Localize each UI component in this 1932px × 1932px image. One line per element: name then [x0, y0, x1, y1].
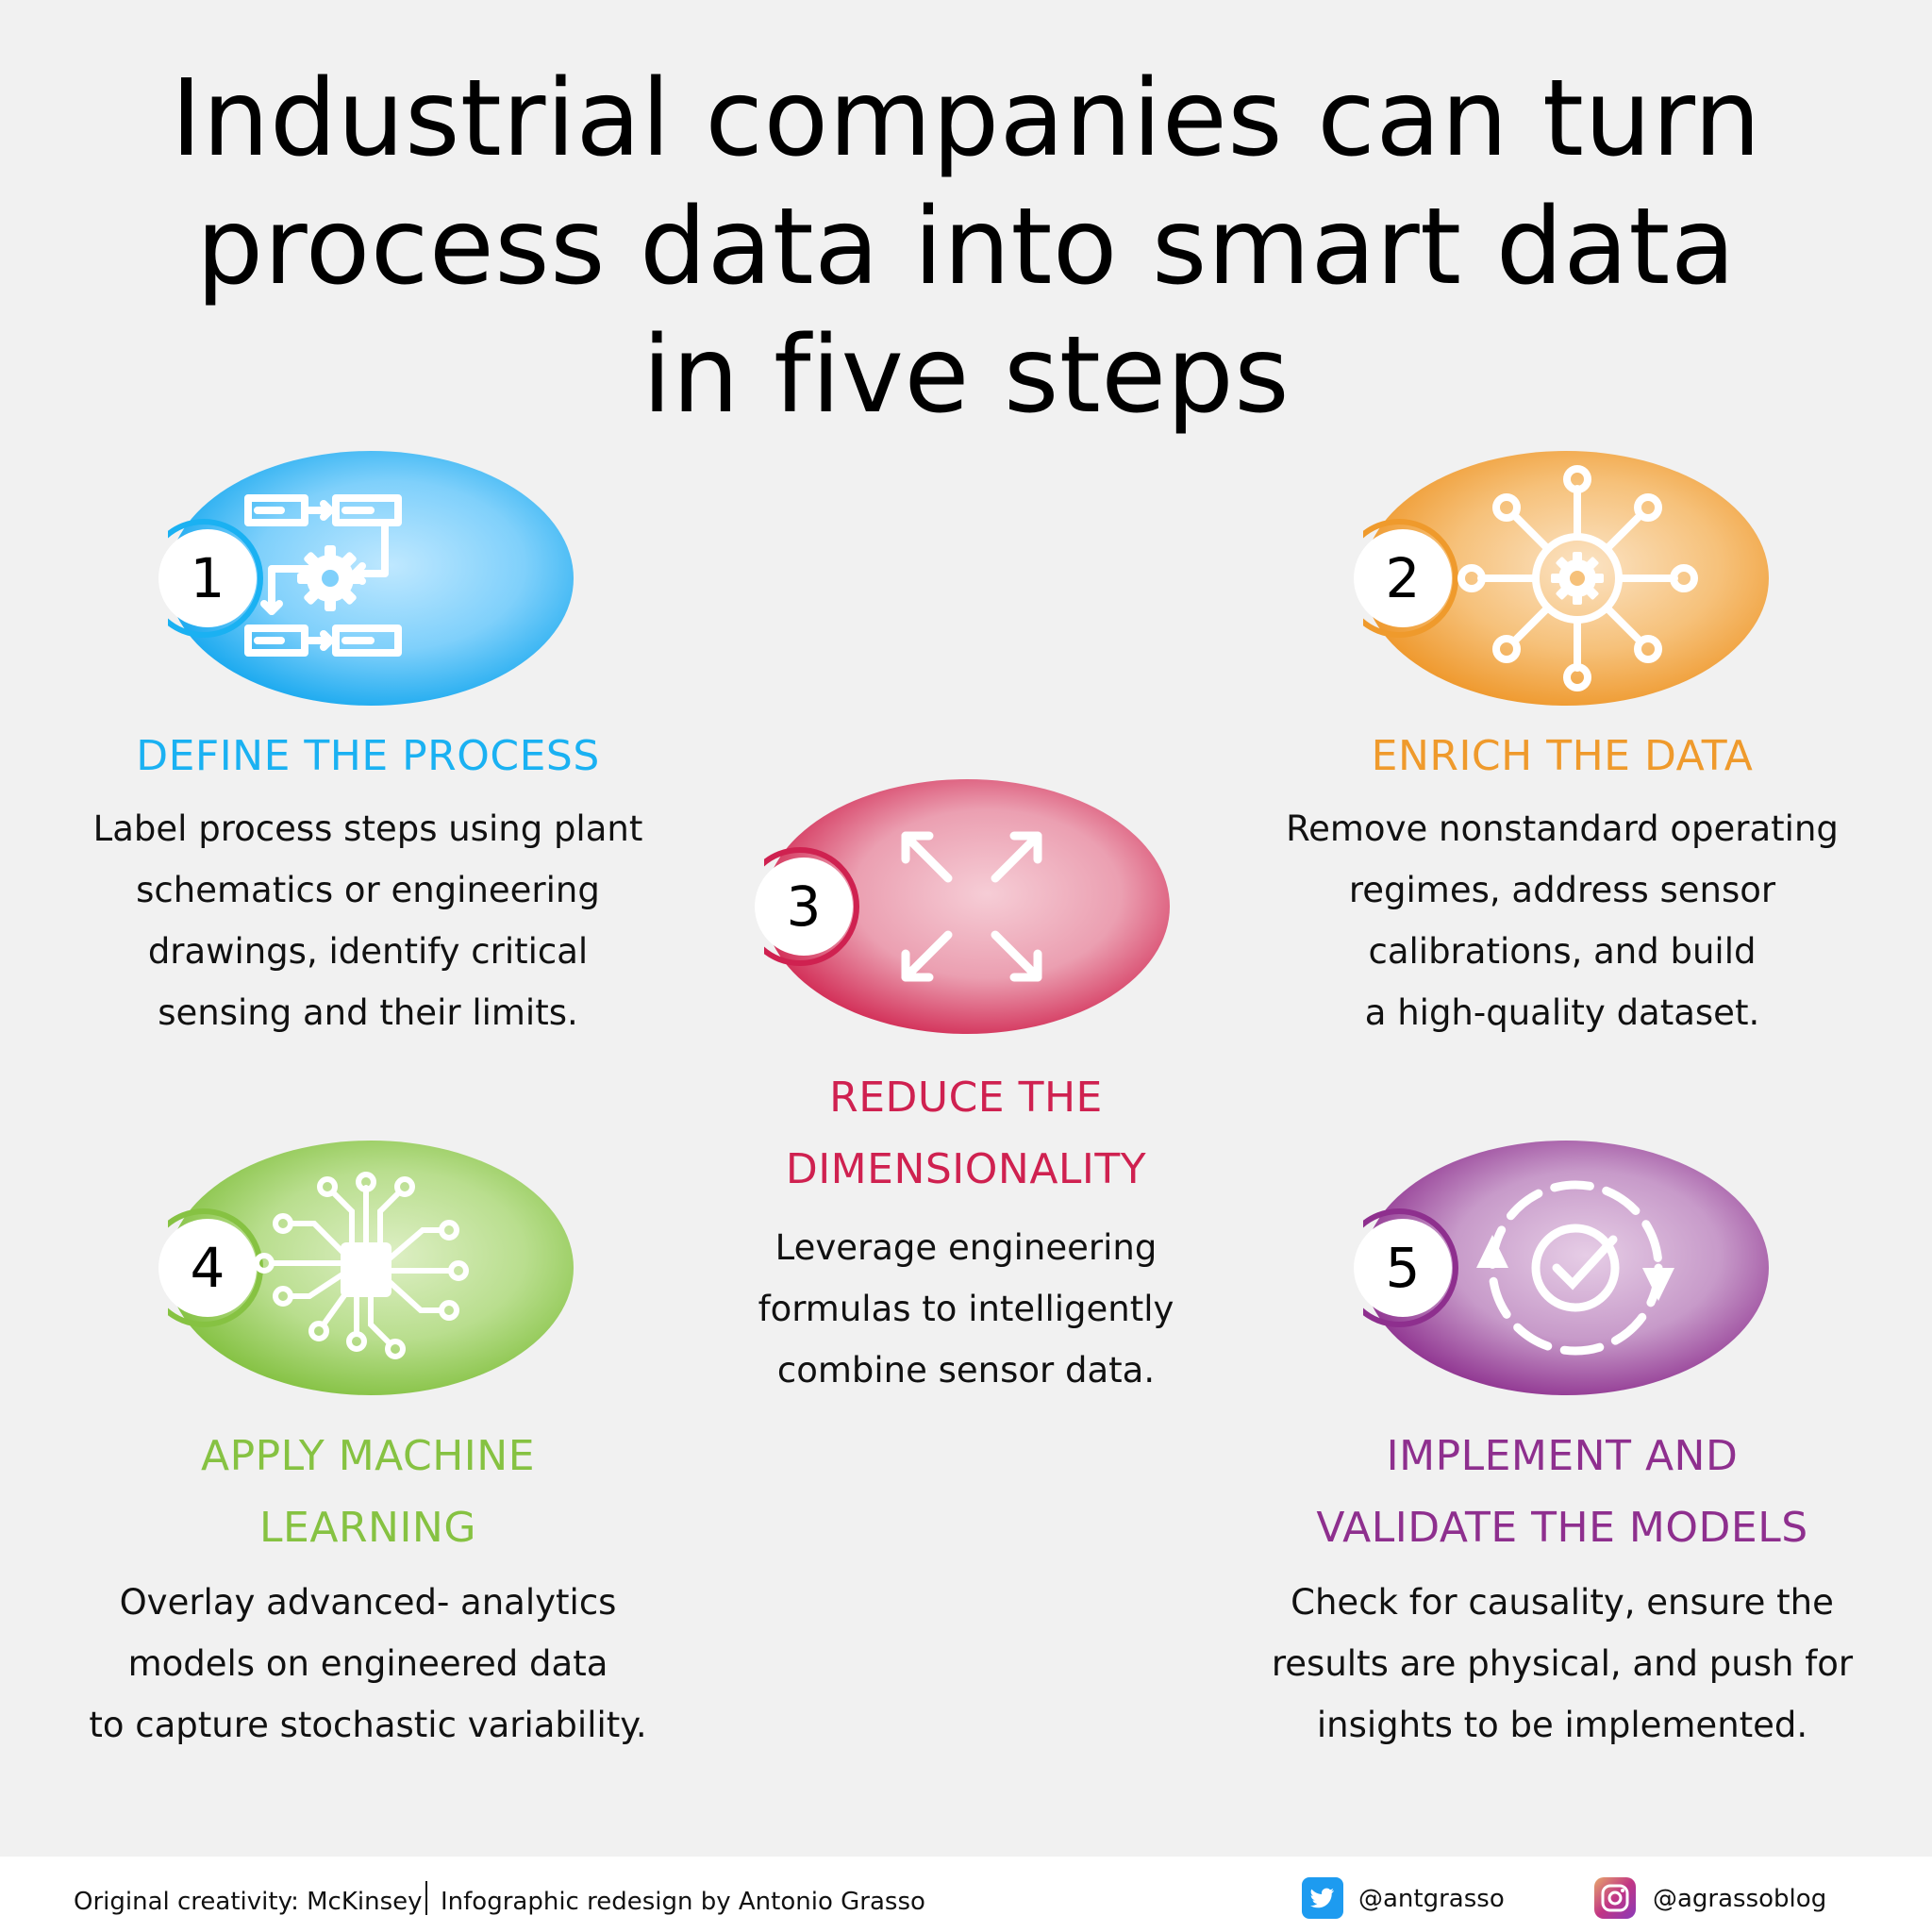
- instagram-handle[interactable]: @agrassoblog: [1653, 1885, 1827, 1913]
- step-2-number: 2: [1354, 529, 1452, 627]
- step-1-title: DEFINE THE PROCESS: [38, 721, 698, 792]
- page-title: Industrial companies can turn process da…: [0, 55, 1932, 440]
- step-1-desc-line-2: schematics or engineering: [136, 870, 600, 910]
- step-3-desc-line-2: formulas to intelligently: [758, 1289, 1174, 1329]
- step-1-desc-line-4: sensing and their limits.: [158, 992, 578, 1033]
- step-4-title-line-1: APPLY MACHINE: [201, 1432, 535, 1480]
- step-5-number: 5: [1354, 1219, 1452, 1317]
- step-5-title-line-1: IMPLEMENT AND: [1386, 1432, 1739, 1480]
- step-2-title-line-1: ENRICH THE DATA: [1371, 732, 1754, 780]
- step-4-title: APPLY MACHINE LEARNING: [38, 1421, 698, 1564]
- step-5-desc-line-3: insights to be implemented.: [1316, 1705, 1808, 1745]
- step-2-desc-line-4: a high-quality dataset.: [1364, 992, 1760, 1033]
- step-3-number: 3: [755, 858, 853, 956]
- twitter-bird-icon[interactable]: [1302, 1877, 1343, 1919]
- step-3-desc-line-1: Leverage engineering: [774, 1227, 1158, 1268]
- step-5-desc-line-1: Check for causality, ensure the: [1291, 1582, 1834, 1623]
- step-3-desc-line-3: combine sensor data.: [776, 1350, 1156, 1391]
- step-1-description: Label process steps using plant schemati…: [38, 798, 698, 1043]
- step-4-desc-line-3: to capture stochastic variability.: [89, 1705, 647, 1745]
- step-4-blob: [168, 1141, 574, 1395]
- credit-original: Original creativity: McKinsey: [74, 1888, 423, 1916]
- step-4-title-line-2: LEARNING: [259, 1504, 476, 1552]
- title-line-2: process data into smart data: [196, 186, 1736, 308]
- step-3-title: REDUCE THE DIMENSIONALITY: [636, 1062, 1296, 1206]
- expand-arrows-icon: [901, 831, 1042, 982]
- step-4-number: 4: [158, 1219, 257, 1317]
- step-5-description: Check for causality, ensure the results …: [1232, 1572, 1892, 1756]
- title-line-3: in five steps: [641, 314, 1291, 437]
- gear-network-icon: [1457, 465, 1698, 691]
- step-1-title-line-1: DEFINE THE PROCESS: [136, 732, 600, 780]
- step-2-title: ENRICH THE DATA: [1232, 721, 1892, 792]
- step-5-title-line-2: VALIDATE THE MODELS: [1316, 1504, 1808, 1552]
- step-3-blob: [764, 779, 1170, 1034]
- step-4-desc-line-2: models on engineered data: [127, 1643, 608, 1684]
- step-5-desc-line-2: results are physical, and push for: [1271, 1643, 1854, 1684]
- step-2-blob: [1363, 451, 1769, 706]
- instagram-camera-icon[interactable]: [1594, 1877, 1636, 1919]
- step-5-title: IMPLEMENT AND VALIDATE THE MODELS: [1232, 1421, 1892, 1564]
- step-1-blob: [168, 451, 574, 706]
- step-3-title-line-1: REDUCE THE: [829, 1074, 1103, 1122]
- step-2-desc-line-3: calibrations, and build: [1368, 931, 1757, 972]
- twitter-handle[interactable]: @antgrasso: [1358, 1885, 1505, 1913]
- step-4-description: Overlay advanced- analytics models on en…: [38, 1572, 698, 1756]
- step-2-desc-line-2: regimes, address sensor: [1348, 870, 1776, 910]
- credit-redesign: Infographic redesign by Antonio Grasso: [441, 1888, 925, 1916]
- step-3-description: Leverage engineering formulas to intelli…: [636, 1217, 1296, 1401]
- step-1-desc-line-1: Label process steps using plant: [92, 808, 643, 849]
- chip-circuit-icon: [254, 1172, 469, 1359]
- step-3-title-line-2: DIMENSIONALITY: [785, 1145, 1147, 1193]
- step-2-desc-line-1: Remove nonstandard operating: [1286, 808, 1839, 849]
- step-5-blob: [1363, 1141, 1769, 1395]
- step-1-number: 1: [158, 529, 257, 627]
- step-1-desc-line-3: drawings, identify critical: [147, 931, 589, 972]
- footer-divider: [425, 1881, 427, 1915]
- step-4-desc-line-1: Overlay advanced- analytics: [119, 1582, 617, 1623]
- step-2-description: Remove nonstandard operating regimes, ad…: [1232, 798, 1892, 1043]
- title-line-1: Industrial companies can turn: [170, 58, 1762, 180]
